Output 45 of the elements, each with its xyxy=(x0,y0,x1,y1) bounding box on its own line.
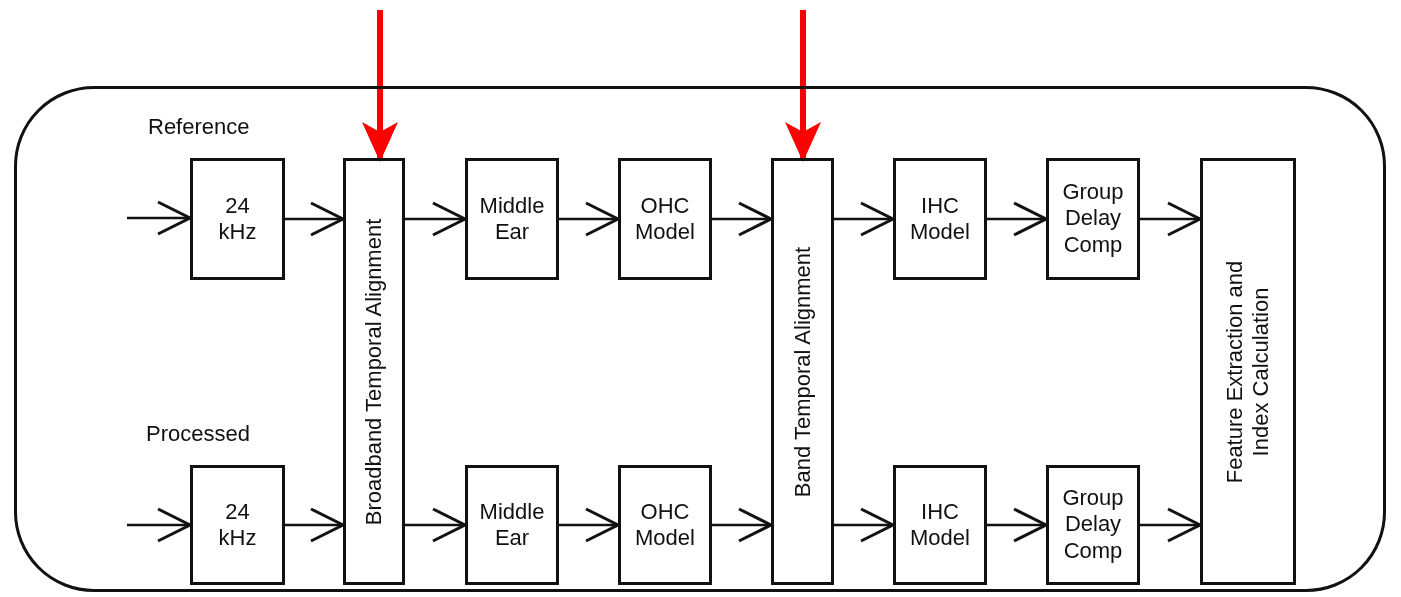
arrow xyxy=(405,507,467,543)
arrow xyxy=(559,201,620,237)
block-label: Band Temporal Alignment xyxy=(789,246,816,497)
arrow xyxy=(987,507,1048,543)
block-label: 24 kHz xyxy=(217,192,258,246)
block-label: IHC Model xyxy=(909,192,971,246)
block-label: Middle Ear xyxy=(478,192,546,246)
process-block xyxy=(1200,158,1296,585)
process-block xyxy=(190,158,285,280)
block-label: Feature Extraction and Index Calculation xyxy=(1221,259,1274,485)
block-label: OHC Model xyxy=(634,498,696,552)
block-label: IHC Model xyxy=(909,498,971,552)
arrow xyxy=(285,201,345,237)
process-block xyxy=(618,465,712,585)
arrow xyxy=(987,201,1048,237)
arrow xyxy=(127,507,192,543)
arrow xyxy=(712,201,773,237)
process-block xyxy=(618,158,712,280)
arrow xyxy=(1140,507,1202,543)
process-block xyxy=(771,158,834,585)
process-block xyxy=(465,465,559,585)
arrow xyxy=(834,201,895,237)
process-block xyxy=(1046,465,1140,585)
block-label: Group Delay Comp xyxy=(1061,179,1125,259)
block-label: 24 kHz xyxy=(217,498,258,552)
arrow xyxy=(405,201,467,237)
row-label: Processed xyxy=(146,421,250,447)
block-label: OHC Model xyxy=(634,192,696,246)
process-block xyxy=(190,465,285,585)
row-label: Reference xyxy=(148,114,250,140)
process-block xyxy=(893,158,987,280)
arrow xyxy=(1140,201,1202,237)
arrow xyxy=(712,507,773,543)
block-label: Middle Ear xyxy=(478,498,546,552)
process-block xyxy=(343,158,405,585)
block-label: Broadband Temporal Alignment xyxy=(360,218,387,525)
arrow xyxy=(127,200,192,236)
process-block xyxy=(893,465,987,585)
arrow xyxy=(559,507,620,543)
process-block xyxy=(1046,158,1140,280)
process-block xyxy=(465,158,559,280)
arrow xyxy=(285,507,345,543)
rounded-frame xyxy=(14,86,1386,592)
block-label: Group Delay Comp xyxy=(1061,485,1125,565)
arrow xyxy=(834,507,895,543)
